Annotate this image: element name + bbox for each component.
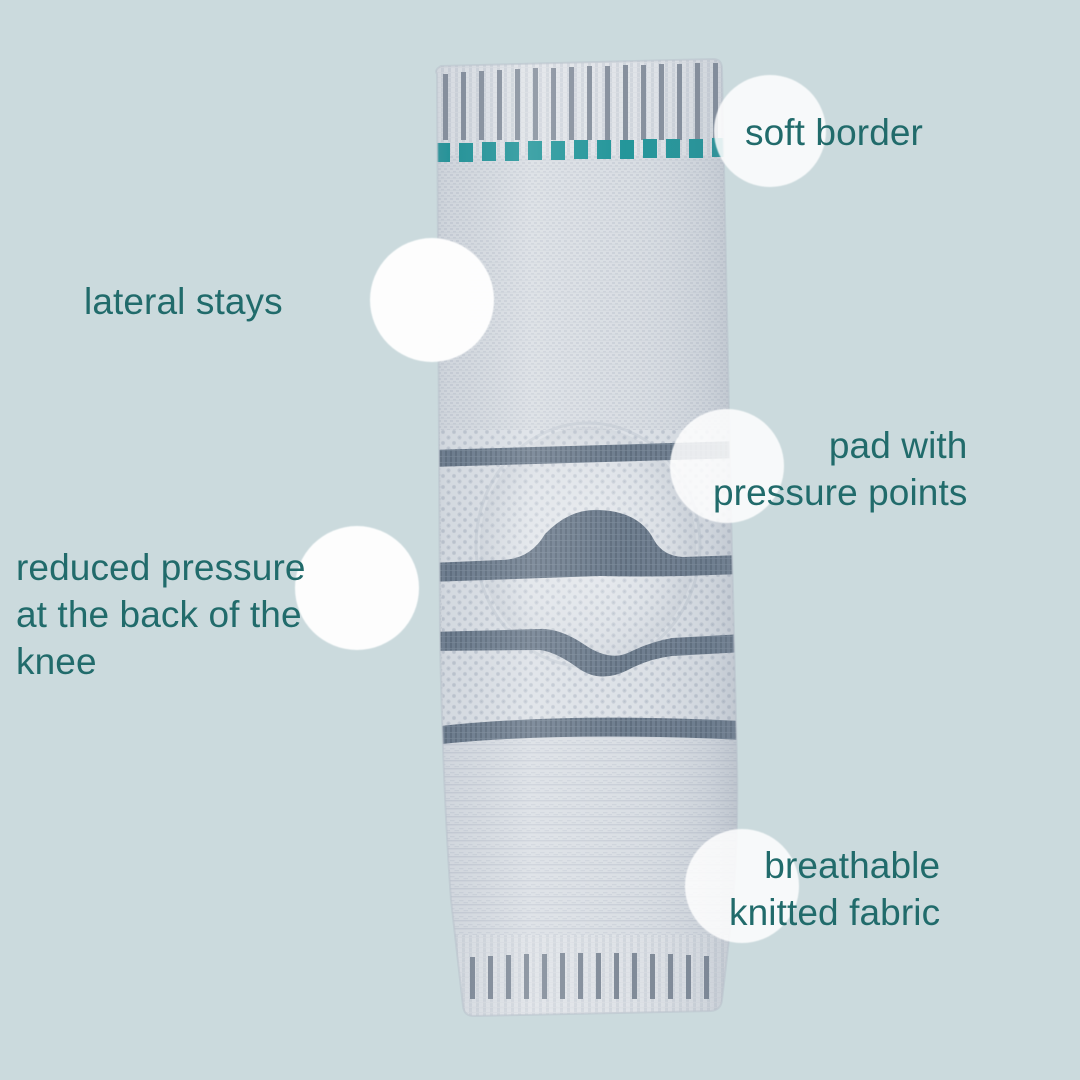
product-body [436,59,738,1016]
callout-label-breathable-knitted-fabric: breathable knitted fabric [729,845,941,933]
callout-label-pad-with-pressure-points: pad with pressure points [713,425,968,513]
product-shading [436,59,738,1016]
callout-label-lateral-stays: lateral stays [84,281,283,322]
product-outline [435,57,739,1018]
callout-label-reduced-pressure-back-of-knee: reduced pressure at the back of the knee [16,547,306,682]
callout-label-soft-border: soft border [745,112,923,153]
